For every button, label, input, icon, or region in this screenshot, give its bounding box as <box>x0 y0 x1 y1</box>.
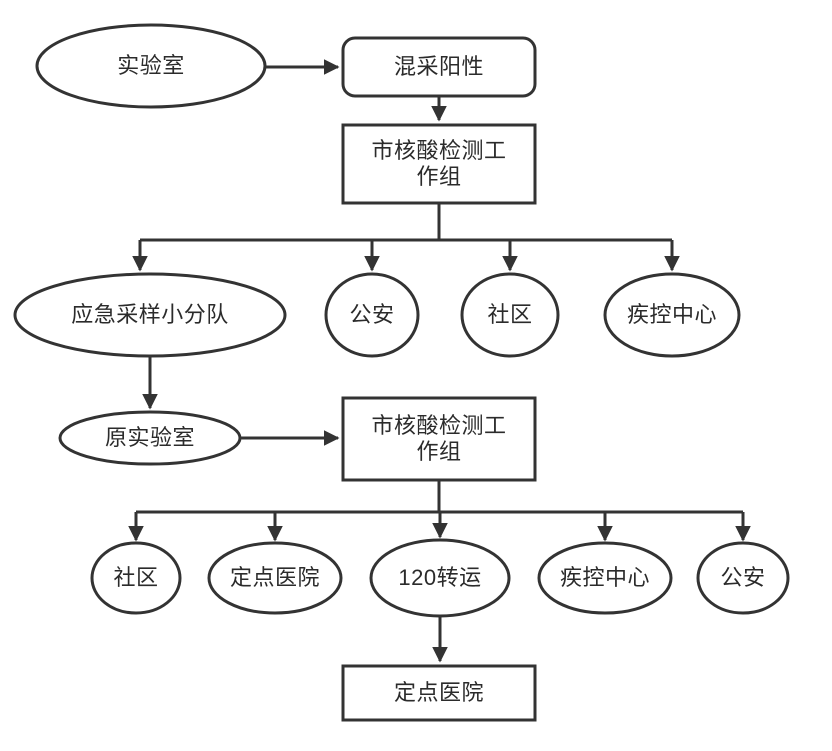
node-shape-police-1 <box>324 272 420 358</box>
node-shape-lab <box>35 23 267 109</box>
node-shape-pooled-positive <box>341 36 537 98</box>
node-shape-transfer-120 <box>369 538 511 618</box>
node-shape-cdc-2 <box>537 541 673 615</box>
node-shape-designated-hospital-2 <box>341 664 537 722</box>
node-shape-community-2 <box>90 541 182 615</box>
node-shape-police-2 <box>696 541 790 615</box>
node-shape-original-lab <box>58 410 242 466</box>
node-shape-emergency-sampling-team <box>13 272 287 358</box>
node-shape-designated-hospital-1 <box>207 541 343 615</box>
node-shape-community-1 <box>460 272 560 358</box>
node-shape-city-workgroup-1 <box>341 123 537 205</box>
node-shape-cdc-1 <box>603 272 741 358</box>
node-shape-city-workgroup-2 <box>341 396 537 482</box>
